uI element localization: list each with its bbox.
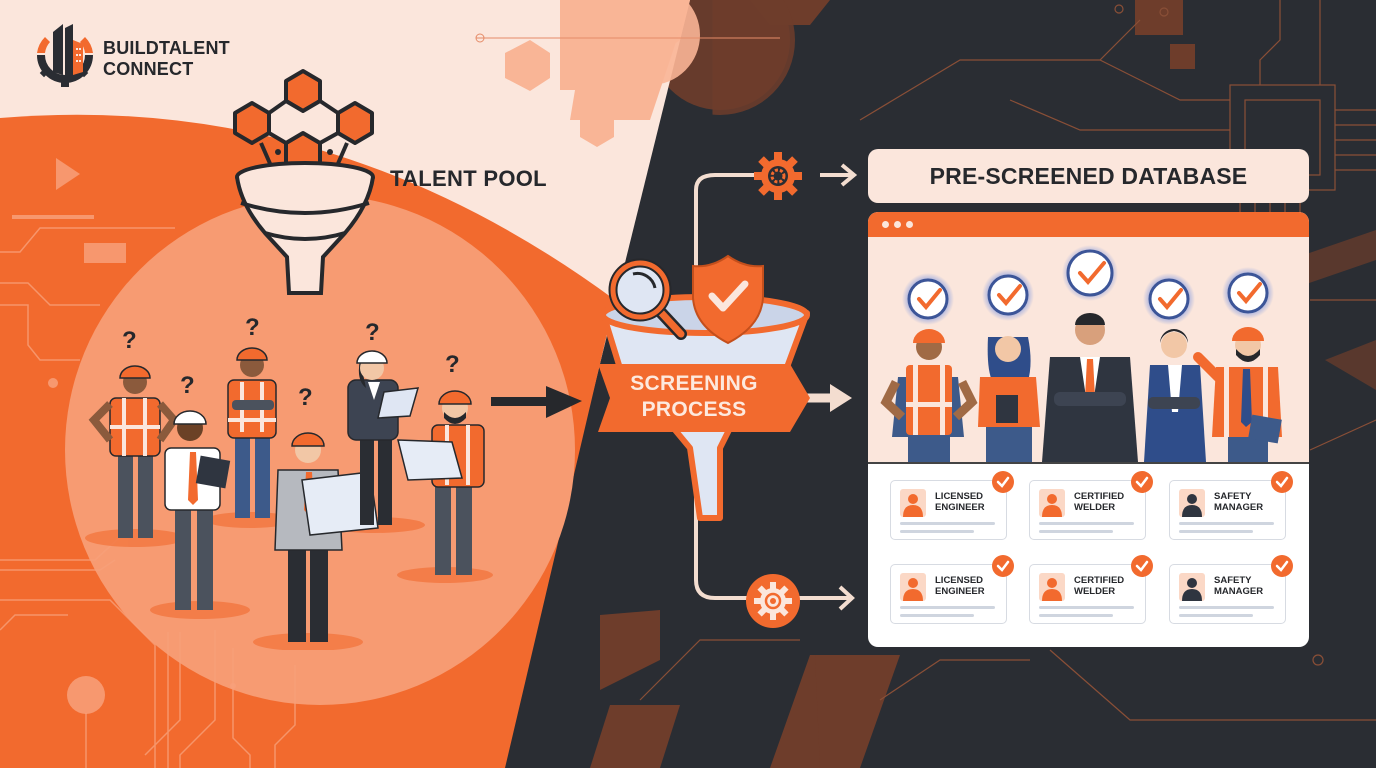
placeholder-line bbox=[900, 614, 974, 617]
verified-check-icon bbox=[1131, 555, 1153, 577]
verified-check-icon bbox=[992, 471, 1014, 493]
person-avatar-icon bbox=[1039, 573, 1065, 601]
svg-text:?: ? bbox=[365, 319, 380, 346]
placeholder-line bbox=[1039, 530, 1113, 533]
placeholder-line bbox=[1179, 614, 1253, 617]
verified-check-icon bbox=[992, 555, 1014, 577]
screening-line-2: PROCESS bbox=[641, 398, 747, 421]
person-avatar-icon bbox=[1179, 573, 1205, 601]
approved-check-icons bbox=[902, 245, 1274, 325]
person-avatar-icon bbox=[1039, 489, 1065, 517]
screening-process-label: SCREENING PROCESS bbox=[598, 371, 790, 423]
placeholder-line bbox=[900, 522, 995, 525]
arrow-to-screening-icon bbox=[491, 386, 582, 418]
placeholder-line bbox=[1039, 606, 1134, 609]
person-avatar-icon bbox=[900, 489, 926, 517]
candidate-worker-6 bbox=[397, 390, 485, 575]
gear-icon bbox=[754, 152, 802, 200]
gear-search-icon bbox=[746, 574, 800, 628]
talent-pool-label: TALENT POOL bbox=[390, 166, 547, 191]
verified-check-icon bbox=[1271, 555, 1293, 577]
window-dot bbox=[882, 221, 889, 228]
brand-name: BUILDTALENT CONNECT bbox=[103, 38, 230, 80]
candidate-worker-3 bbox=[227, 347, 277, 518]
verified-check-icon bbox=[1271, 471, 1293, 493]
placeholder-line bbox=[1179, 530, 1253, 533]
candidate-engineer bbox=[274, 432, 379, 642]
building-gear-icon bbox=[37, 24, 93, 87]
placeholder-line bbox=[1179, 606, 1274, 609]
database-header: PRE-SCREENED DATABASE bbox=[868, 149, 1309, 203]
verified-check-icon bbox=[1131, 471, 1153, 493]
approved-team-illustration bbox=[868, 237, 1309, 464]
window-dot bbox=[894, 221, 901, 228]
candidate-crowd: ? ? ? ? ? ? bbox=[85, 314, 493, 650]
svg-text:?: ? bbox=[180, 372, 195, 399]
brand-line-2: CONNECT bbox=[103, 59, 194, 79]
brand-line-1: BUILDTALENT bbox=[103, 38, 230, 58]
window-dot bbox=[906, 221, 913, 228]
placeholder-line bbox=[1179, 522, 1274, 525]
svg-text:?: ? bbox=[122, 327, 137, 354]
candidate-worker-1 bbox=[88, 365, 180, 538]
placeholder-line bbox=[1039, 614, 1113, 617]
svg-text:?: ? bbox=[445, 351, 460, 378]
shield-check-icon bbox=[692, 254, 764, 345]
screening-banner bbox=[598, 364, 810, 432]
question-mark-icons: ? ? ? ? ? ? bbox=[122, 314, 460, 411]
candidate-worker-2 bbox=[164, 410, 231, 610]
magnifier-icon bbox=[608, 258, 687, 340]
svg-text:?: ? bbox=[298, 384, 313, 411]
flow-connectors bbox=[694, 163, 858, 611]
funnel-hexagons-icon bbox=[233, 69, 375, 295]
candidate-manager bbox=[347, 350, 420, 525]
placeholder-line bbox=[900, 530, 974, 533]
svg-text:?: ? bbox=[245, 314, 260, 341]
window-titlebar bbox=[868, 212, 1309, 237]
person-avatar-icon bbox=[1179, 489, 1205, 517]
person-avatar-icon bbox=[900, 573, 926, 601]
placeholder-line bbox=[900, 606, 995, 609]
screening-line-1: SCREENING bbox=[630, 372, 758, 395]
placeholder-line bbox=[1039, 522, 1134, 525]
